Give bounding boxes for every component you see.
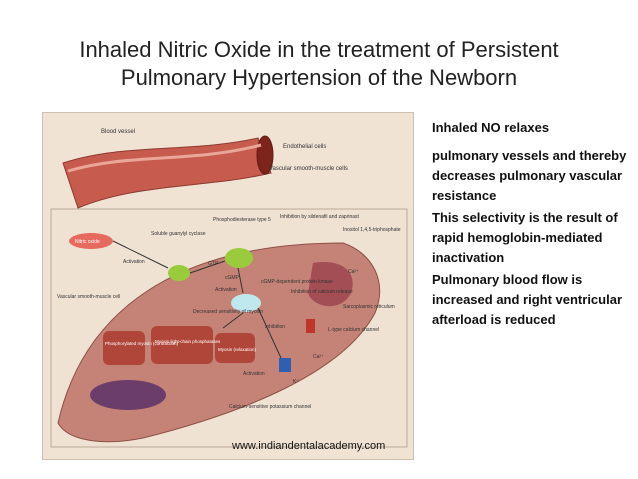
myosin-arrow	[222, 312, 244, 329]
nucleus	[90, 380, 166, 410]
note-item: This selectivity is the result of rapid …	[432, 210, 618, 265]
label-k: K⁺	[293, 379, 299, 385]
label-activation-1: Activation	[123, 259, 145, 265]
potassium-channel	[279, 358, 291, 372]
label-pkinase: cGMP-dependent protein kinase	[261, 279, 333, 285]
title-line-1: Inhaled Nitric Oxide in the treatment of…	[79, 37, 559, 62]
label-decreased: Decreased sensitivity of myosin	[193, 309, 263, 315]
label-myosin-relax: Myosin (relaxation)	[218, 347, 257, 352]
label-inhib-release: Inhibition of calcium release	[291, 289, 353, 295]
label-vsm-cell: Vascular smooth-muscle cell	[57, 294, 120, 300]
notes-panel: Inhaled NO relaxes pulmonary vessels and…	[432, 118, 632, 332]
label-activation-2: Activation	[215, 287, 237, 293]
note-item: Inhaled NO relaxes	[432, 120, 550, 135]
footer-url: www.indiandentalacademy.com	[232, 440, 386, 452]
mechanism-figure: Blood vessel Endothelial cells Vascular …	[42, 112, 414, 460]
note-item: pulmonary vessels and thereby decreases …	[432, 148, 627, 203]
phospho-myosin-block	[103, 331, 145, 365]
label-blood-vessel: Blood vessel	[101, 129, 135, 135]
label-smooth-muscle: Vascular smooth-muscle cells	[269, 166, 348, 172]
sarcoplasmic-reticulum	[308, 262, 353, 307]
cgmp-arrow	[237, 267, 244, 294]
activation-arrow	[112, 240, 169, 269]
mlcp-block	[151, 326, 213, 364]
label-ca-2: Ca²⁺	[313, 354, 324, 360]
label-inositol: Inositol 1,4,5-triphosphate	[343, 227, 401, 233]
label-soluble-gc: Soluble guanylyl cyclase	[151, 231, 206, 237]
blood-vessel-shape	[62, 137, 272, 209]
channel-arrow	[257, 307, 282, 359]
guanylyl-cyclase-node	[168, 265, 190, 281]
slide-title: Inhaled Nitric Oxide in the treatment of…	[0, 36, 638, 92]
label-inhibition: Inhibition	[265, 324, 285, 330]
mechanism-diagram: Blood vessel Endothelial cells Vascular …	[50, 129, 408, 448]
label-ca: Ca²⁺	[348, 269, 359, 275]
note-item: Pulmonary blood flow is increased and ri…	[432, 272, 623, 327]
label-mlcp: Myosin light-chain phosphatases	[155, 339, 221, 344]
label-nitric-oxide: Nitric oxide	[75, 239, 100, 245]
label-phospho: Phosphorylated myosin (contraction)	[105, 341, 179, 346]
label-cgmp: cGMP	[225, 275, 240, 281]
calcium-channel	[306, 319, 315, 333]
label-pde5: Phosphodiesterase type 5	[213, 217, 271, 223]
label-endothelial: Endothelial cells	[283, 144, 326, 150]
endothelium-layer	[67, 143, 262, 173]
pde5-node	[225, 248, 253, 268]
label-activation-3: Activation	[243, 371, 265, 377]
nitric-oxide-node	[69, 233, 113, 249]
gtp-arrow	[189, 260, 226, 274]
label-gtp: GTP	[208, 261, 219, 267]
title-line-2: Pulmonary Hypertension of the Newborn	[120, 65, 518, 90]
label-kchannel: Calcium-sensitive potassium channel	[229, 404, 311, 410]
protein-kinase-node	[231, 294, 261, 312]
label-ltype: L-type calcium channel	[328, 327, 379, 333]
label-sildenafil: Inhibition by sildenafil and zaprinast	[280, 214, 360, 220]
label-sarcoplasmic: Sarcoplasmic reticulum	[343, 304, 395, 310]
myosin-relax-block	[215, 333, 255, 363]
